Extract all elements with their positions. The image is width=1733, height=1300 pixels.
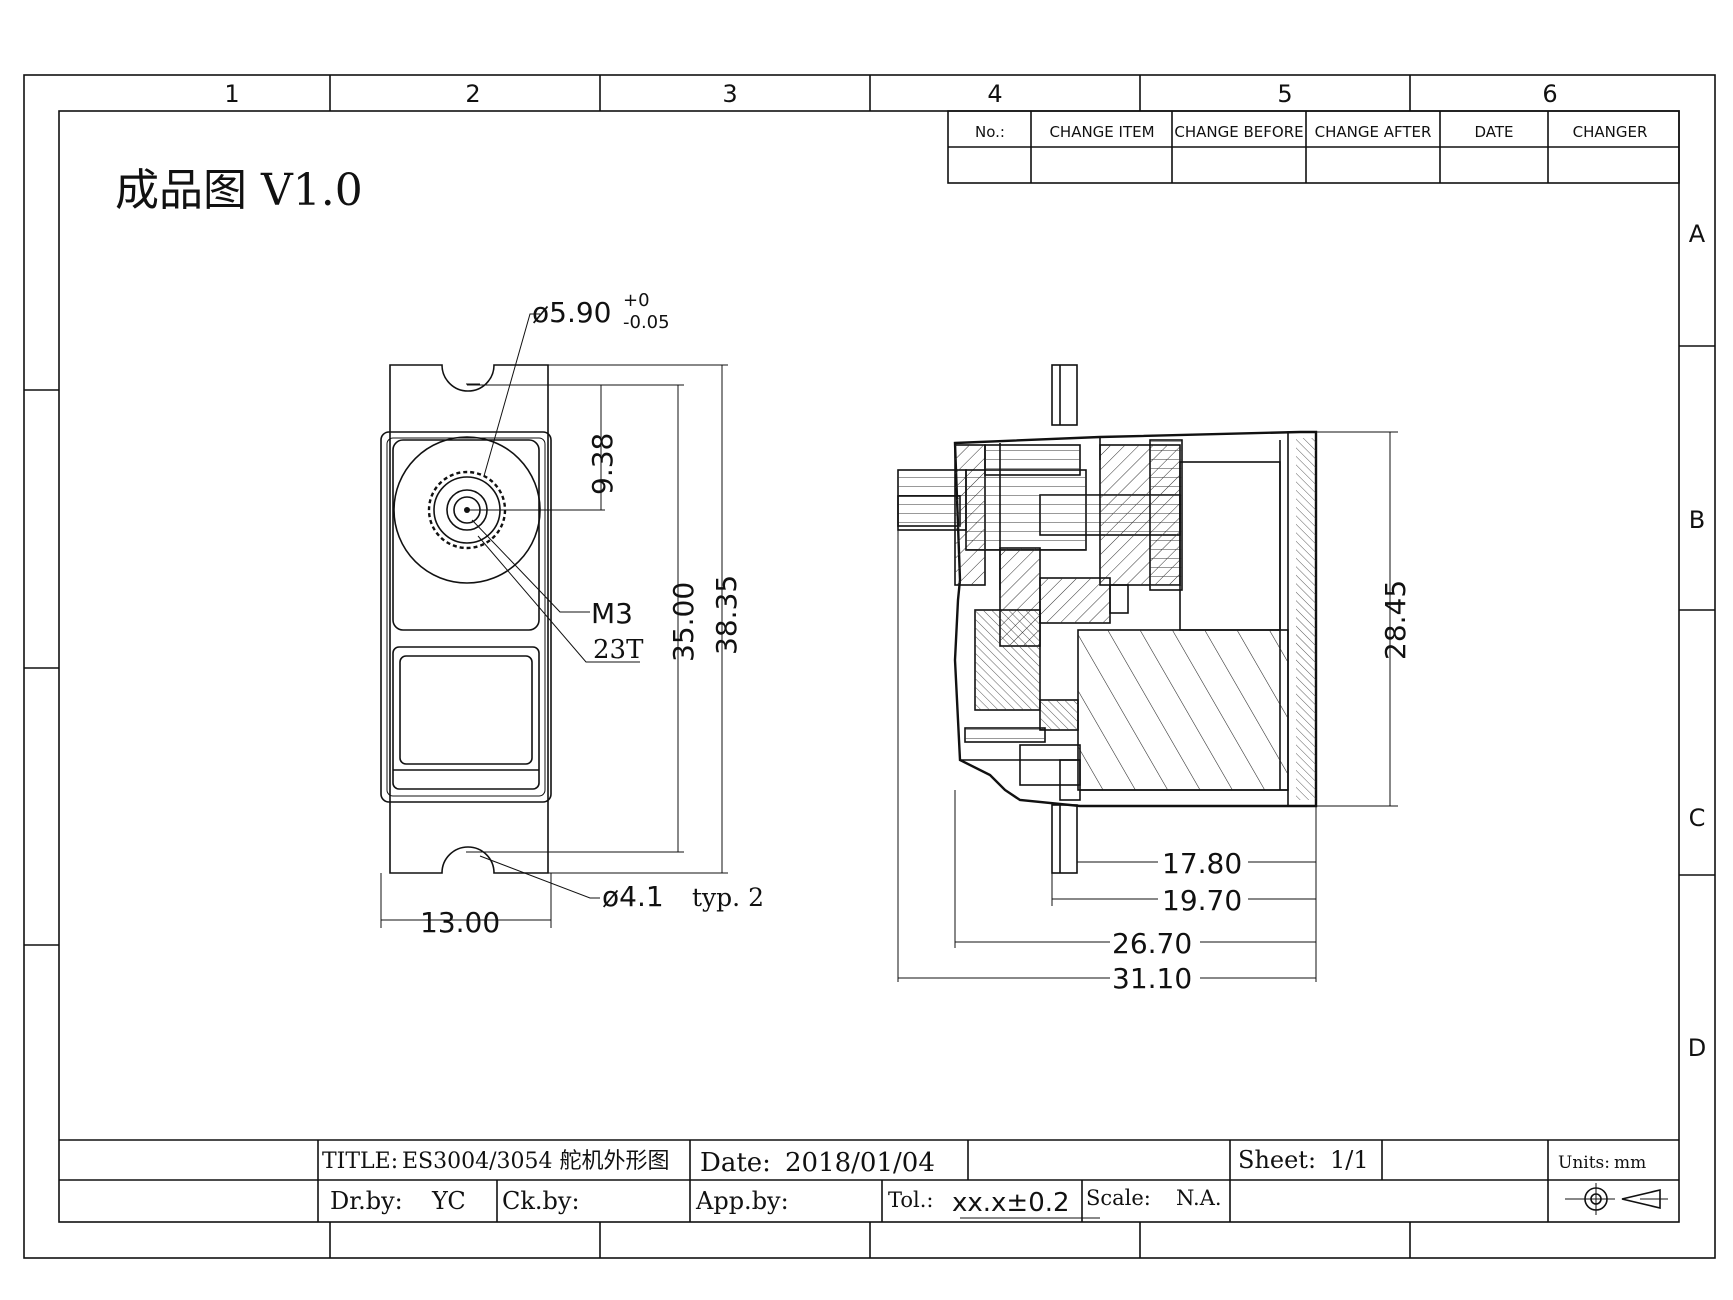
title-block xyxy=(59,1139,1679,1222)
dim-shaft-tolerance-lower: -0.05 xyxy=(623,312,670,333)
dim-height-28-45: 28.45 xyxy=(1379,580,1412,660)
front-view xyxy=(380,364,605,874)
drawing-heading: 成品图 V1.0 xyxy=(115,165,363,216)
label-spline-23t: 23T xyxy=(593,635,644,665)
dim-26-70: 26.70 xyxy=(1112,927,1192,960)
column-label-5: 5 xyxy=(1277,80,1292,108)
title-value: ES3004/3054 舵机外形图 xyxy=(402,1149,670,1174)
dim-width-13-00: 13.00 xyxy=(420,906,500,939)
column-label-4: 4 xyxy=(987,80,1002,108)
dim-31-10: 31.10 xyxy=(1112,962,1192,995)
approved-by-label: App.by: xyxy=(695,1187,789,1215)
row-label-c: C xyxy=(1689,804,1706,832)
units-value: mm xyxy=(1614,1153,1646,1173)
revision-header-change-before: CHANGE BEFORE xyxy=(1174,123,1303,141)
row-label-b: B xyxy=(1689,506,1705,534)
dim-hole-diameter: ø4.1 xyxy=(602,880,664,913)
date-label: Date: xyxy=(700,1148,771,1178)
drawn-by-value: YC xyxy=(431,1187,466,1215)
dim-shaft-diameter: ø5.90 xyxy=(532,296,611,329)
drawn-by-label: Dr.by: xyxy=(330,1187,403,1215)
title-label: TITLE: xyxy=(322,1149,398,1174)
front-view-dimensions xyxy=(380,313,728,928)
tolerance-label: Tol.: xyxy=(888,1188,934,1212)
dim-17-80: 17.80 xyxy=(1162,847,1242,880)
dim-shaft-tolerance-upper: +0 xyxy=(623,290,650,311)
column-label-1: 1 xyxy=(224,80,239,108)
side-view-dimensions xyxy=(897,431,1398,982)
column-label-3: 3 xyxy=(722,80,737,108)
dim-19-70: 19.70 xyxy=(1162,884,1242,917)
column-label-6: 6 xyxy=(1542,80,1557,108)
scale-value: N.A. xyxy=(1176,1186,1222,1210)
tolerance-value: xx.x±0.2 xyxy=(952,1188,1070,1218)
dim-hole-note: typ. 2 xyxy=(692,883,764,912)
column-label-2: 2 xyxy=(465,80,480,108)
dim-38-35: 38.35 xyxy=(710,575,743,655)
row-label-a: A xyxy=(1689,220,1706,248)
checked-by-label: Ck.by: xyxy=(502,1187,580,1215)
revision-header-date: DATE xyxy=(1474,123,1513,141)
sheet-frame xyxy=(23,74,1716,1259)
label-thread-m3: M3 xyxy=(591,597,633,630)
revision-header-change-item: CHANGE ITEM xyxy=(1049,123,1154,141)
sheet-label: Sheet: xyxy=(1238,1146,1316,1174)
projection-symbol-icon xyxy=(1565,1183,1668,1215)
dim-9-38: 9.38 xyxy=(586,433,619,495)
scale-label: Scale: xyxy=(1086,1186,1151,1210)
revision-header-changer: CHANGER xyxy=(1573,123,1648,141)
revision-table xyxy=(947,110,1680,184)
row-label-d: D xyxy=(1688,1034,1706,1062)
dim-35-00: 35.00 xyxy=(667,582,700,662)
date-value: 2018/01/04 xyxy=(785,1148,935,1178)
revision-header-no: No.: xyxy=(975,123,1005,141)
side-view xyxy=(897,364,1318,874)
revision-header-change-after: CHANGE AFTER xyxy=(1315,123,1432,141)
sheet-value: 1/1 xyxy=(1330,1146,1369,1174)
units-label: Units: xyxy=(1558,1153,1610,1173)
